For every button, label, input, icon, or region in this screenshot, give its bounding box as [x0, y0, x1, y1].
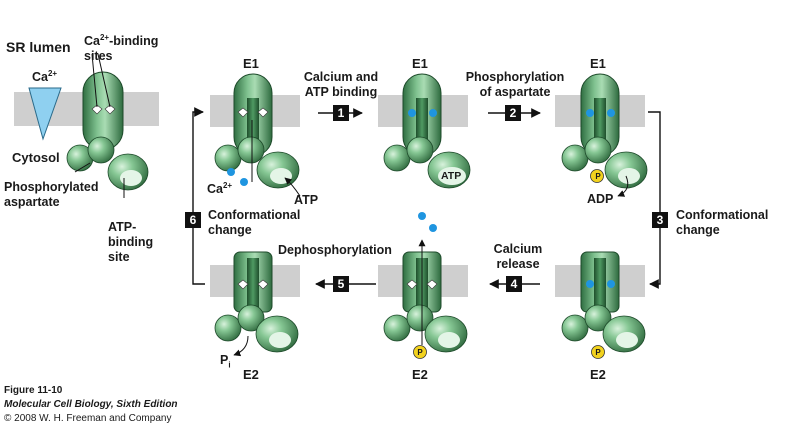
step-4-badge: 4	[506, 276, 522, 292]
step-6-badge: 6	[185, 212, 201, 228]
step-5-label: Dephosphorylation	[278, 243, 392, 257]
state-label-e1: E1	[590, 56, 606, 71]
cytosol-label: Cytosol	[12, 150, 60, 165]
step-2-badge: 2	[505, 105, 521, 121]
pump-e1-phosphorylated	[561, 73, 648, 189]
atp-bound-label: ATP	[441, 170, 462, 182]
pump-e2-release	[383, 239, 468, 359]
released-calcium-ion	[418, 212, 426, 220]
state-label-e2: E2	[590, 367, 606, 382]
lumen-funnel	[28, 87, 62, 141]
legend-leader-lines	[74, 53, 125, 198]
phosphate-label: P	[595, 172, 601, 181]
state-label-e1: E1	[412, 56, 428, 71]
step-3-badge: 3	[652, 212, 668, 228]
pump-legend	[66, 71, 149, 191]
figure-number: Figure 11-10	[4, 385, 63, 396]
state-label-e2: E2	[412, 367, 428, 382]
pi-arrow	[233, 335, 249, 357]
calcium-ion	[227, 168, 235, 176]
adp-label: ADP	[587, 192, 614, 206]
pump-e2-occluded	[561, 251, 646, 359]
atp-label: ATP	[294, 193, 319, 207]
state-label-e1: E1	[243, 56, 259, 71]
calcium-ion-label: Ca2+	[207, 181, 233, 197]
pump-e1-bound	[383, 73, 471, 189]
state-label-e2: E2	[243, 367, 259, 382]
step-5-badge: 5	[333, 276, 349, 292]
pump-e2-dephosphorylated	[214, 251, 299, 353]
released-calcium-ion	[429, 224, 437, 232]
calcium-ion	[240, 178, 248, 186]
phosphate-label: P	[417, 348, 423, 357]
ca-legend-label: Ca2+	[32, 69, 58, 85]
adp-arrow	[617, 175, 629, 197]
copyright: © 2008 W. H. Freeman and Company	[4, 413, 172, 424]
pi-label: Pi	[220, 353, 231, 370]
ca-binding-sites-label: Ca2+-binding sites	[84, 33, 159, 64]
phosphate-label: P	[595, 348, 601, 357]
step-1-badge: 1	[333, 105, 349, 121]
atp-arrow	[284, 177, 301, 197]
book-title: Molecular Cell Biology, Sixth Edition	[4, 399, 178, 410]
sr-lumen-label: SR lumen	[6, 39, 71, 55]
